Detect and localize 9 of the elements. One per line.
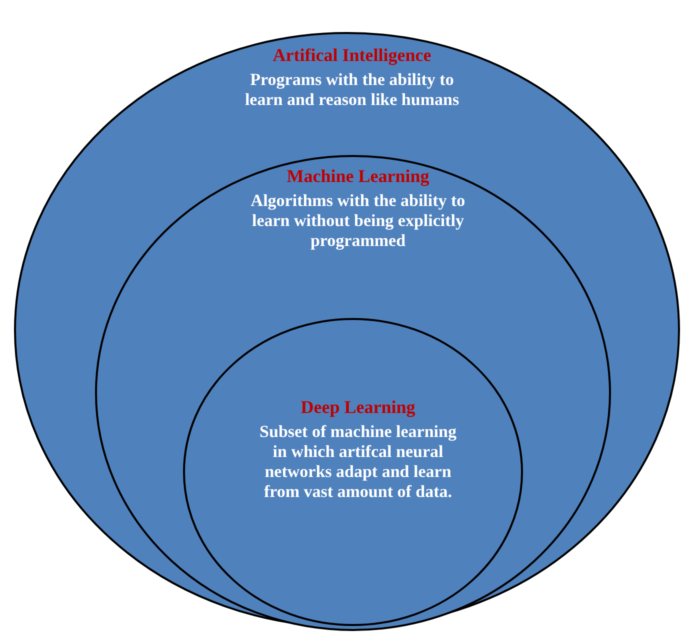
ellipse-description: Subset of machine learning in which artifcal neural networks adapt and learn from vast amount of data. bbox=[258, 422, 458, 502]
ellipse-description: Algorithms with the ability to learn without being explicitly programmed bbox=[250, 191, 466, 251]
nested-ellipse bbox=[95, 155, 611, 631]
ellipse-title: Artifical Intelligence bbox=[272, 44, 432, 66]
nested-ellipse bbox=[14, 32, 680, 628]
ellipse-title: Machine Learning bbox=[286, 165, 430, 187]
ellipse-title: Deep Learning bbox=[300, 396, 416, 418]
nested-ellipse bbox=[183, 318, 523, 626]
ellipse-description: Programs with the ability to learn and reason like humans bbox=[244, 70, 460, 110]
